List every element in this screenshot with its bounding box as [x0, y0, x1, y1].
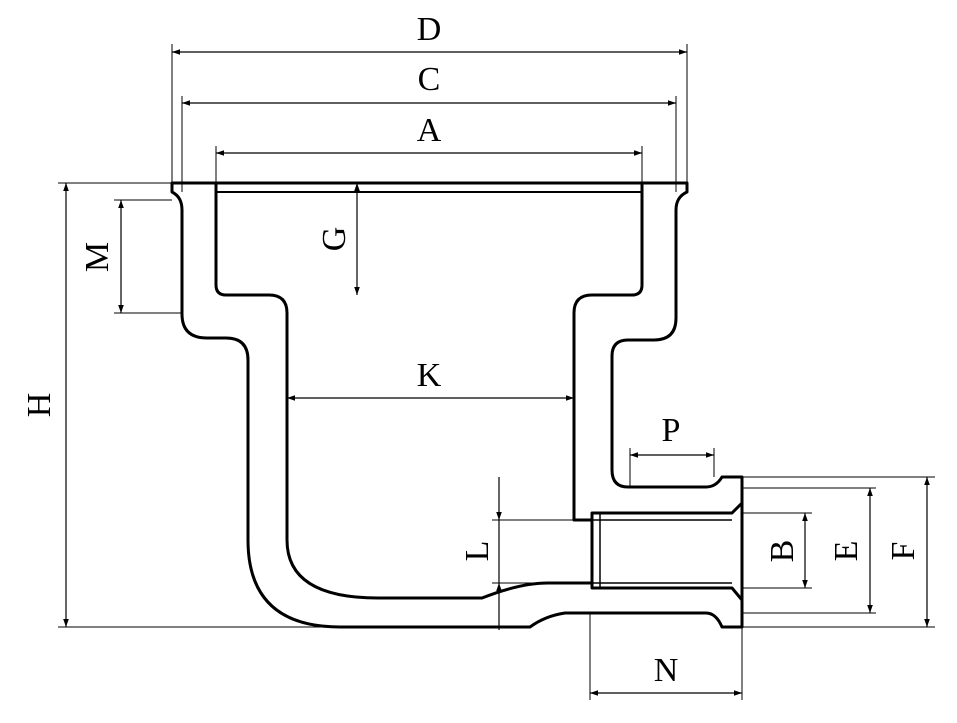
dimension-lines [63, 49, 930, 696]
housing-wall [170, 181, 744, 629]
label-m: M [79, 242, 116, 272]
label-e: E [828, 541, 865, 562]
label-b: B [764, 540, 801, 563]
dimension-labels: D C A K P N G M H L B E F [21, 11, 922, 689]
label-g: G [316, 227, 353, 252]
label-f: F [885, 542, 922, 561]
label-n: N [654, 652, 679, 689]
label-d: D [417, 11, 442, 48]
label-l: L [459, 541, 496, 562]
label-a: A [417, 112, 442, 149]
label-p: P [662, 412, 681, 449]
extension-lines [58, 44, 935, 700]
label-k: K [417, 357, 442, 394]
housing-section [170, 181, 744, 629]
label-c: C [418, 61, 441, 98]
label-h: H [21, 393, 58, 418]
